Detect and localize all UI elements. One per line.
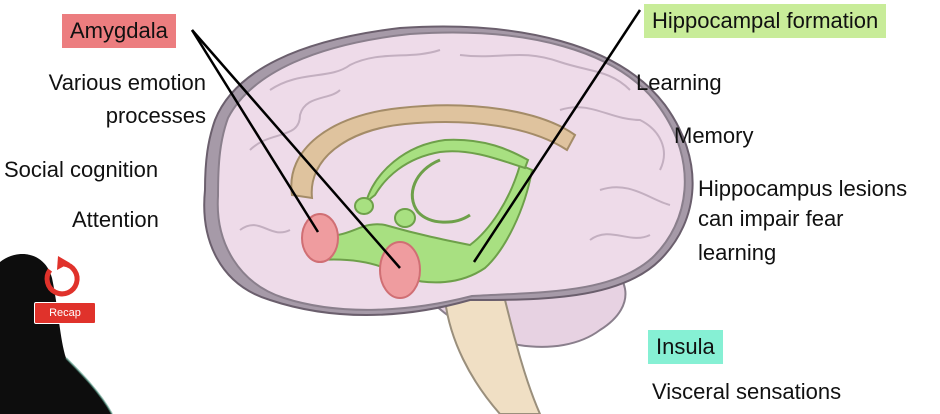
hippocampal-function-learning: Learning — [636, 70, 722, 95]
corpus-callosum — [290, 104, 577, 200]
insula-label: Insula — [648, 330, 723, 364]
amygdala-function-attention: Attention — [72, 207, 159, 232]
amygdala-function-social: Social cognition — [4, 157, 159, 182]
hippocampal-function-memory: Memory — [674, 123, 754, 148]
amygdala-function-emotion-line2: processes — [105, 103, 206, 128]
leader-lines — [190, 9, 642, 269]
amygdala-label: Amygdala — [62, 14, 176, 48]
hippocampal-lesion-line3: learning — [698, 240, 777, 265]
hippocampal-lesion-line1: Hippocampus lesions — [698, 176, 908, 201]
amygdala-leader-2 — [191, 29, 401, 269]
hippocampal-lesion-line2: can impair fear — [698, 206, 844, 231]
replay-icon — [44, 256, 80, 297]
hippocampal-formation-label: Hippocampal formation — [644, 4, 887, 38]
gyri — [239, 49, 671, 241]
insula-function-visceral: Visceral sensations — [652, 379, 842, 404]
amygdala-leader-1 — [190, 29, 320, 233]
presenter-silhouette — [0, 254, 112, 414]
amygdala-left — [301, 213, 339, 263]
brainstem — [443, 299, 542, 414]
amygdala-function-emotion-line1: Various emotion — [48, 70, 206, 95]
recap-button[interactable]: Recap — [34, 302, 96, 324]
hippocampal-leader — [472, 9, 642, 263]
